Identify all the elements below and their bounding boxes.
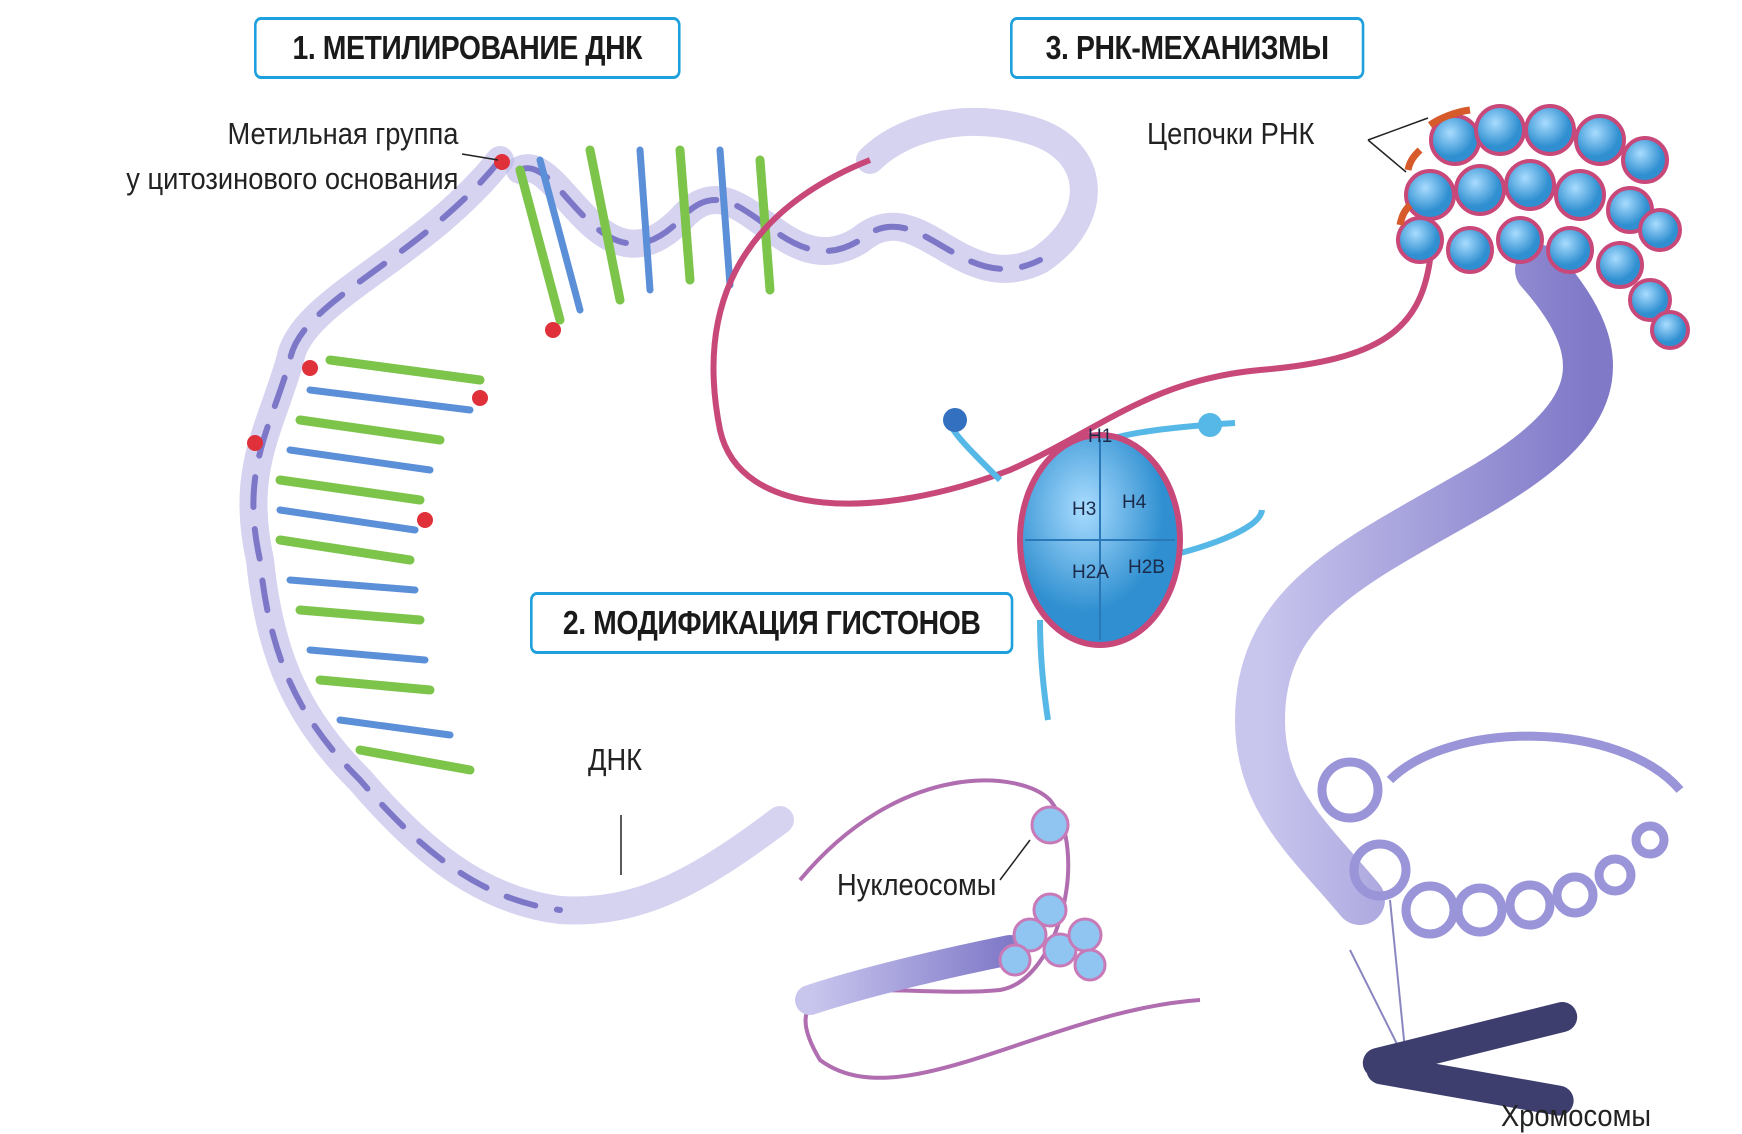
histone-label-h2b: H2B [1128,557,1165,578]
chromosome-icon [1362,1002,1578,1116]
nucleosome-cluster-large [1396,104,1690,350]
label-chromosomes: Хромосомы [1501,1098,1651,1133]
nucleosome-pointer [999,839,1031,881]
heading-histone-modification: 2. МОДИФИКАЦИЯ ГИСТОНОВ [530,592,1014,654]
heading-text: 2. МОДИФИКАЦИЯ ГИСТОНОВ [562,604,981,641]
nucleosome-cluster-small [998,805,1107,982]
chromatin-coils [1317,731,1684,939]
heading-dna-methylation: 1. МЕТИЛИРОВАНИЕ ДНК [254,17,681,79]
methyl-group-dots [247,154,561,528]
histone-label-h3: H3 [1072,499,1097,520]
chromatin-strand [798,778,1201,1080]
histone-label-h2a: H2A [1072,562,1109,583]
methyl-pointer [461,153,499,161]
label-methyl-group: Метильная группа [227,116,458,151]
chromatin-fiber-small [795,935,1025,1015]
heading-rna-mechanisms: 3. РНК-МЕХАНИЗМЫ [1010,17,1365,79]
chromatin-fiber-large [1234,245,1613,925]
dna-double-helix [239,107,1098,925]
histone-label-h4: H4 [1122,492,1147,513]
label-cytosine-base: у цитозинового основания [125,161,458,196]
nucleosome-core [943,408,1265,721]
rna-chains [1396,106,1471,226]
heading-text: 1. МЕТИЛИРОВАНИЕ ДНК [292,29,643,66]
rna-pointer [1367,117,1429,173]
heading-text: 3. РНК-МЕХАНИЗМЫ [1045,29,1329,66]
histone-label-h1: H1 [1088,426,1113,447]
label-dna: ДНК [588,742,643,777]
linker-dna [710,157,1433,507]
label-nucleosomes: Нуклеосомы [837,867,997,902]
label-rna-chains: Цепочки РНК [1147,116,1315,151]
